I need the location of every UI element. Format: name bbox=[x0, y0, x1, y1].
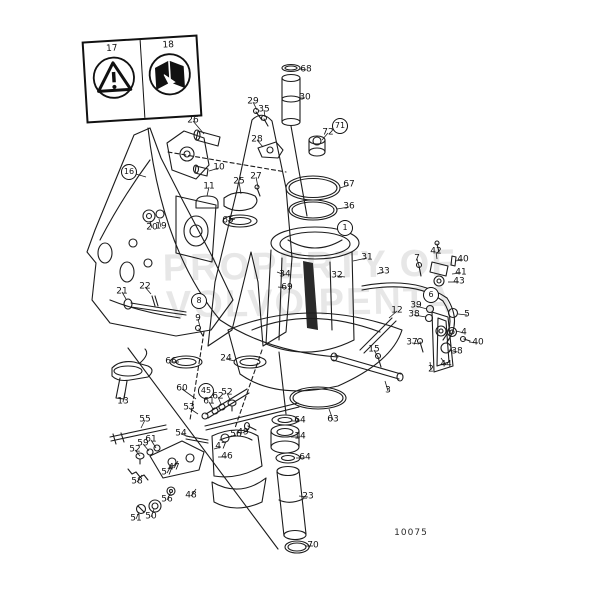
part-label-30: 30 bbox=[299, 92, 311, 103]
part-label-29: 29 bbox=[247, 96, 259, 107]
part-label-26: 26 bbox=[187, 115, 199, 126]
part-label-65: 65 bbox=[222, 215, 234, 226]
part-label-7: 7 bbox=[414, 253, 420, 264]
safety-legend-box: 17 18 bbox=[81, 34, 203, 124]
part-label-49: 49 bbox=[237, 427, 249, 438]
part-label-71: 71 bbox=[332, 118, 348, 134]
part-label-60: 60 bbox=[176, 383, 188, 394]
part-label-9: 9 bbox=[195, 313, 201, 324]
part-label-56: 56 bbox=[230, 429, 242, 440]
legend-number-17: 17 bbox=[105, 43, 118, 55]
part-label-38: 38 bbox=[451, 346, 463, 357]
part-label-5: 5 bbox=[464, 309, 470, 320]
part-label-67: 67 bbox=[343, 179, 355, 190]
drawing-number: 10075 bbox=[394, 528, 428, 538]
legend-cell-17: 17 bbox=[84, 40, 144, 121]
part-sleeve-and-seals bbox=[281, 63, 326, 157]
part-label-24: 24 bbox=[220, 353, 232, 364]
part-label-45: 45 bbox=[198, 383, 214, 399]
part-label-52: 52 bbox=[129, 444, 141, 455]
part-label-59: 59 bbox=[137, 438, 149, 449]
part-label-44: 44 bbox=[440, 359, 452, 370]
part-label-69: 69 bbox=[281, 282, 293, 293]
part-label-10: 10 bbox=[213, 162, 225, 173]
operator-manual-icon bbox=[146, 50, 195, 99]
part-label-3: 3 bbox=[385, 385, 391, 396]
part-label-28: 28 bbox=[251, 134, 263, 145]
part-label-35: 35 bbox=[258, 104, 270, 115]
part-label-39: 39 bbox=[410, 300, 422, 311]
part-pivot-stack bbox=[270, 414, 310, 554]
part-label-6: 6 bbox=[423, 287, 439, 303]
part-label-13: 13 bbox=[117, 396, 129, 407]
part-steering-fork bbox=[175, 114, 293, 347]
part-label-42: 42 bbox=[430, 246, 442, 257]
part-label-16: 16 bbox=[121, 164, 137, 180]
part-label-47: 47 bbox=[215, 441, 227, 452]
part-label-56: 56 bbox=[161, 494, 173, 505]
part-label-19: 19 bbox=[155, 221, 167, 232]
part-label-21: 21 bbox=[116, 286, 128, 297]
part-label-41: 41 bbox=[455, 267, 467, 278]
part-trim-assembly bbox=[330, 240, 471, 382]
part-label-62: 62 bbox=[212, 391, 224, 402]
part-label-40: 40 bbox=[457, 254, 469, 265]
part-label-31: 31 bbox=[361, 252, 373, 263]
part-label-52: 52 bbox=[221, 387, 233, 398]
part-label-64: 64 bbox=[294, 415, 306, 426]
part-label-2: 2 bbox=[428, 364, 434, 375]
legend-number-18: 18 bbox=[162, 39, 175, 51]
part-label-25: 25 bbox=[233, 176, 245, 187]
long-leader-lines bbox=[127, 125, 339, 550]
part-label-8: 8 bbox=[191, 293, 207, 309]
part-label-47: 47 bbox=[168, 462, 180, 473]
part-label-1: 1 bbox=[337, 220, 353, 236]
part-mount-bolts bbox=[123, 295, 204, 337]
part-o-ring-63 bbox=[289, 386, 347, 410]
part-label-55: 55 bbox=[139, 414, 151, 425]
part-label-64: 64 bbox=[299, 452, 311, 463]
part-label-14: 14 bbox=[294, 431, 306, 442]
part-label-27: 27 bbox=[250, 171, 262, 182]
part-label-15: 15 bbox=[368, 344, 380, 355]
part-label-61: 61 bbox=[145, 434, 157, 445]
part-label-32: 32 bbox=[331, 270, 343, 281]
part-label-66: 66 bbox=[165, 356, 177, 367]
part-label-36: 36 bbox=[343, 201, 355, 212]
part-label-37: 37 bbox=[406, 337, 418, 348]
part-label-58: 58 bbox=[131, 476, 143, 487]
warning-triangle-icon bbox=[89, 53, 138, 102]
part-label-57: 57 bbox=[161, 467, 173, 478]
part-label-72: 72 bbox=[322, 127, 334, 138]
part-transom-bracket bbox=[86, 127, 234, 337]
part-label-34: 34 bbox=[279, 269, 291, 280]
part-label-33: 33 bbox=[378, 266, 390, 277]
part-label-48: 48 bbox=[185, 490, 197, 501]
part-label-51: 51 bbox=[130, 513, 142, 524]
part-label-46: 46 bbox=[221, 451, 233, 462]
part-label-4: 4 bbox=[461, 327, 467, 338]
part-clamp-cluster bbox=[109, 388, 300, 515]
legend-cell-18: 18 bbox=[139, 36, 201, 118]
part-label-53: 53 bbox=[183, 402, 195, 413]
part-label-40: 40 bbox=[472, 337, 484, 348]
part-label-54: 54 bbox=[175, 428, 187, 439]
part-label-12: 12 bbox=[391, 305, 403, 316]
part-label-11: 11 bbox=[203, 181, 215, 192]
part-label-63: 63 bbox=[327, 414, 339, 425]
part-label-70: 70 bbox=[307, 540, 319, 551]
part-label-61: 61 bbox=[203, 396, 215, 407]
part-label-50: 50 bbox=[145, 511, 157, 522]
part-label-22: 22 bbox=[139, 281, 151, 292]
part-label-68: 68 bbox=[300, 64, 312, 75]
part-label-20: 20 bbox=[146, 222, 158, 233]
part-label-43: 43 bbox=[453, 276, 465, 287]
part-o-rings-upper bbox=[285, 175, 341, 221]
part-label-23: 23 bbox=[302, 491, 314, 502]
part-label-38: 38 bbox=[408, 309, 420, 320]
